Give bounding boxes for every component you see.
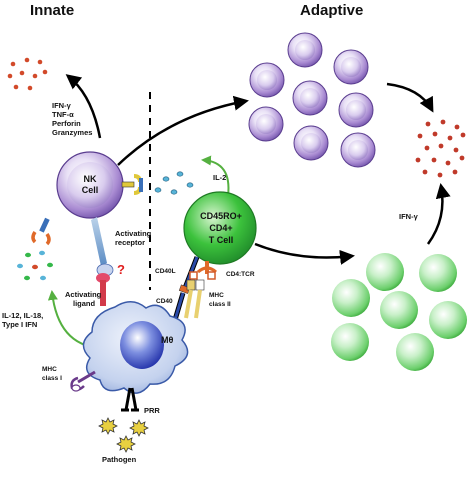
mhc-class-i [70, 370, 96, 392]
svg-text:Granzymes: Granzymes [52, 128, 92, 137]
prr-receptor [121, 387, 139, 412]
cd40-label: CD40 [156, 298, 173, 305]
activating-ligand [96, 263, 114, 306]
question-mark: ? [117, 262, 125, 277]
adaptive-purple-cells [248, 32, 376, 168]
macrophage-label: Mθ [161, 335, 173, 345]
prr-label: PRR [144, 406, 160, 415]
nk-cell: NK Cell [56, 151, 124, 219]
mhc2-label-2: class II [209, 301, 231, 308]
ifng-label: IFN-γ [399, 212, 419, 221]
il2-dots [154, 171, 194, 195]
nk-cell-label-1: NK [84, 174, 97, 184]
macrophage: Mθ [82, 301, 189, 394]
adaptive-header: Adaptive [300, 2, 363, 19]
green-to-ifng-arrow [426, 183, 451, 245]
il2-label: IL-2 [213, 173, 226, 182]
nk-to-adaptive-arrow [117, 95, 249, 166]
activating-ligand-label-1: Activating [65, 290, 102, 299]
svg-text:Perforin: Perforin [52, 119, 81, 128]
activating-receptor-label-1: Activating [115, 229, 152, 238]
svg-text:IFN-γ: IFN-γ [52, 101, 72, 110]
activating-receptor [91, 217, 107, 266]
mhc1-label-1: MHC [42, 366, 57, 373]
pathogens [98, 417, 149, 453]
innate-cytokine-dots [17, 250, 53, 281]
nk-cell-label-2: Cell [82, 185, 99, 195]
innate-cytokines-label-1: IL-12, IL-18, [2, 311, 43, 320]
nk-yellow-receptor [121, 174, 143, 195]
il2-arrow [201, 155, 230, 197]
activating-receptor-label-2: receptor [115, 238, 145, 247]
activating-ligand-label-2: ligand [73, 299, 96, 308]
nk-orange-receptor [31, 217, 51, 246]
pathogen-label: Pathogen [102, 455, 137, 464]
t-cell-label-3: T Cell [209, 235, 234, 245]
mhc2-label-1: MHC [209, 292, 224, 299]
innate-header: Innate [30, 2, 74, 19]
nk-cytokine-arrow [65, 74, 102, 139]
tcell-to-green-arrow [254, 242, 355, 265]
mhc1-label-2: class I [42, 375, 62, 382]
mhc-class-ii [184, 279, 205, 319]
nk-cytokine-list: IFN-γ TNF-α Perforin Granzymes [52, 101, 92, 137]
innate-cytokines-label-2: Type I IFN [2, 320, 37, 329]
purple-to-ifng-arrow [386, 82, 434, 113]
nk-cytokine-dots [7, 57, 48, 91]
cd4-tcr-label: CD4:TCR [226, 271, 255, 278]
t-cell-label-1: CD45RO+ [200, 211, 242, 221]
t-cell: CD45RO+ CD4+ T Cell [183, 191, 257, 265]
cd4-tcr [189, 261, 217, 280]
t-cell-label-2: CD4+ [209, 223, 232, 233]
ifng-dots [415, 119, 466, 178]
svg-text:TNF-α: TNF-α [52, 110, 74, 119]
adaptive-green-cells [331, 253, 467, 371]
cd40l-label: CD40L [155, 268, 176, 275]
